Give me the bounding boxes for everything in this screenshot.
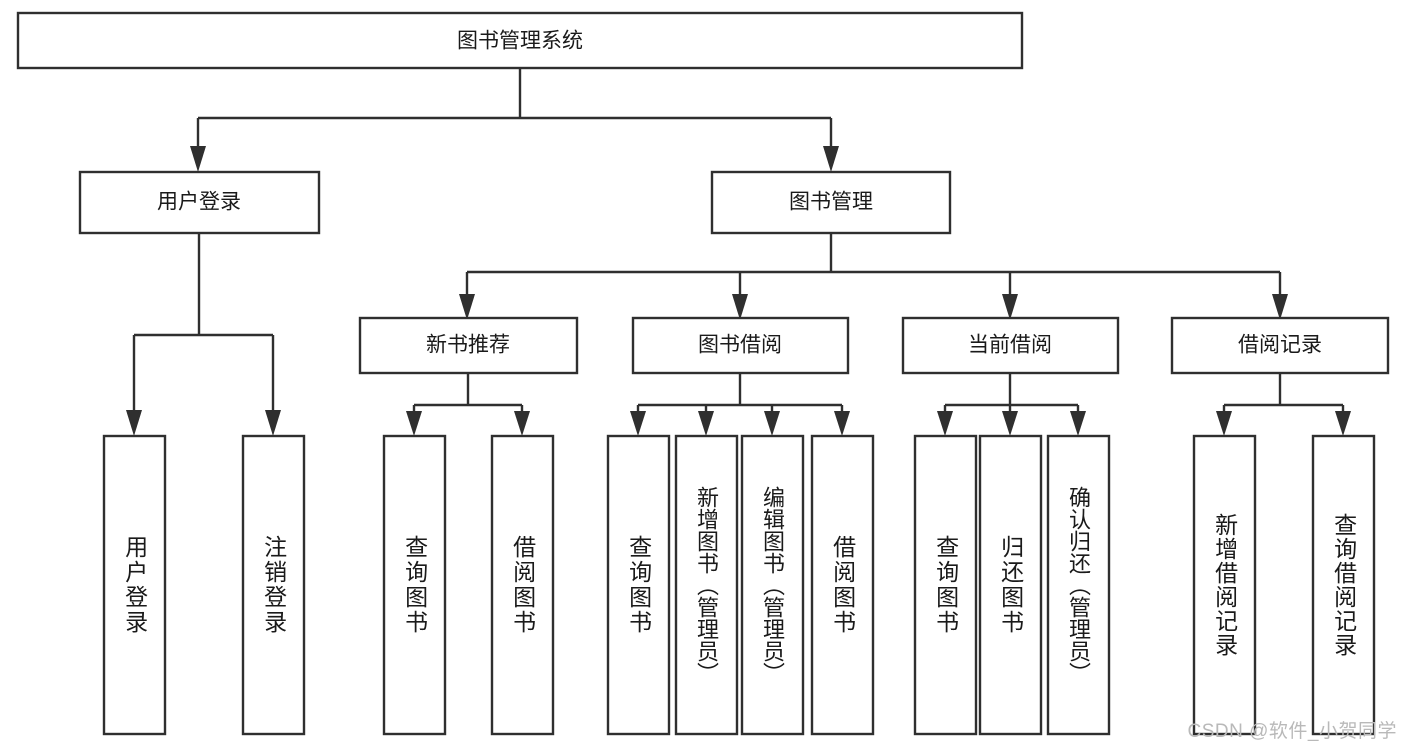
node-root-label: 图书管理系统 [457,30,583,53]
node-root[interactable]: 图书管理系统 [16,11,1024,70]
leaf-box-edit-book[interactable] [740,434,805,736]
leaf-box-user-login[interactable] [102,434,167,736]
leaf-box-query-record[interactable] [1311,434,1376,736]
watermark: CSDN @软件_小贺同学 [1187,721,1397,742]
node-book-borrow[interactable]: 图书借阅 [631,316,850,375]
node-borrow-record-label: 借阅记录 [1238,334,1322,357]
leaf-boxes [102,434,1376,736]
connector-borrowrecord-to-leaves [1216,373,1351,436]
connector-bookmgmt-to-level3 [459,233,1288,320]
connector-bookborrow-to-leaves [630,373,850,436]
leaf-box-borrow-book-1[interactable] [490,434,555,736]
node-new-book-recommend[interactable]: 新书推荐 [358,316,579,375]
node-book-borrow-label: 图书借阅 [698,334,782,357]
leaf-box-borrow-book-2[interactable] [810,434,875,736]
connector-newbook-to-leaves [406,373,530,436]
connector-userlogin-to-leaves [126,233,281,436]
leaf-box-query-book-3[interactable] [913,434,978,736]
leaf-box-confirm-return[interactable] [1046,434,1111,736]
node-book-management[interactable]: 图书管理 [710,170,952,235]
leaf-box-add-record[interactable] [1192,434,1257,736]
connector-root-to-level2 [190,68,839,172]
leaf-box-query-book-1[interactable] [382,434,447,736]
leaf-box-logout[interactable] [241,434,306,736]
connector-currentborrow-to-leaves [937,373,1086,436]
node-current-borrow-label: 当前借阅 [968,334,1052,357]
node-user-login-label: 用户登录 [157,191,241,214]
node-current-borrow[interactable]: 当前借阅 [901,316,1120,375]
leaf-box-add-book[interactable] [674,434,739,736]
leaf-box-return-book[interactable] [978,434,1043,736]
node-new-book-recommend-label: 新书推荐 [426,334,510,357]
leaf-box-query-book-2[interactable] [606,434,671,736]
node-borrow-record[interactable]: 借阅记录 [1170,316,1390,375]
node-book-management-label: 图书管理 [789,191,873,214]
node-user-login[interactable]: 用户登录 [78,170,321,235]
